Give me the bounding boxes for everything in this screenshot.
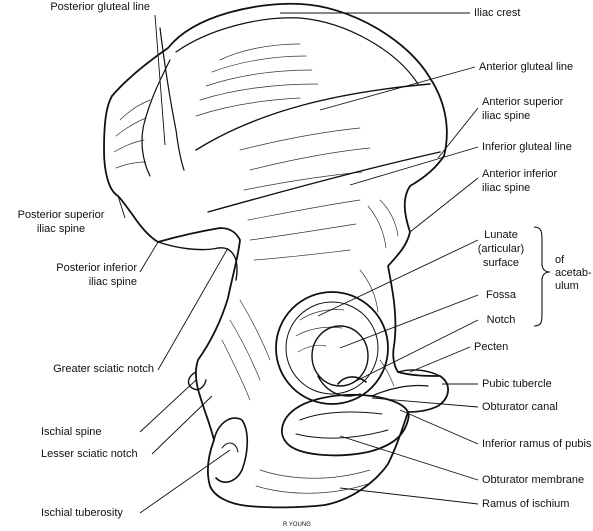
label-ischial-spine: Ischial spine — [41, 426, 102, 438]
label-anterior-inferior-iliac-spine-2: iliac spine — [482, 182, 531, 194]
artist-signature: R YOUNG — [283, 522, 311, 528]
leader-greater-sciatic-notch — [157, 247, 229, 371]
obturator-foramen — [281, 393, 410, 457]
leader-lesser-sciatic-notch — [151, 395, 213, 455]
leader-inferior-gluteal-line — [349, 146, 479, 186]
label-lunate-3: surface — [482, 257, 520, 269]
leader-ischial-spine — [139, 379, 197, 433]
bone-outline — [103, 2, 449, 509]
leader-anterior-superior-iliac-spine — [437, 107, 479, 159]
label-lunate-2: (articular) — [477, 243, 525, 255]
label-posterior-superior-iliac-spine-1: Posterior superior — [17, 209, 105, 221]
label-anterior-inferior-iliac-spine-1: Anterior inferior — [482, 168, 558, 180]
label-iliac-crest: Iliac crest — [474, 7, 521, 19]
leader-ischial-tuberosity — [139, 449, 231, 514]
leader-anterior-inferior-iliac-spine — [409, 177, 479, 233]
label-fossa: Fossa — [486, 289, 516, 301]
label-inferior-gluteal-line: Inferior gluteal line — [482, 141, 572, 153]
label-obturator-membrane: Obturator membrane — [482, 474, 585, 486]
leader-posterior-gluteal-line — [154, 14, 166, 146]
label-of-acetabulum-2: acetab- — [555, 267, 592, 279]
label-posterior-inferior-iliac-spine-2: iliac spine — [88, 276, 137, 288]
label-of-acetabulum-1: of — [555, 254, 565, 266]
acetabulum-brace — [533, 226, 551, 327]
label-inferior-ramus-of-pubis: Inferior ramus of pubis — [482, 438, 592, 450]
leader-anterior-gluteal-line — [319, 66, 476, 111]
leader-pecten — [409, 346, 471, 373]
acetabular-notch — [337, 376, 367, 385]
leader-inferior-ramus-of-pubis — [399, 409, 479, 445]
leader-posterior-superior-iliac-spine — [117, 195, 126, 219]
label-posterior-gluteal-line: Posterior gluteal line — [50, 1, 150, 13]
label-obturator-canal: Obturator canal — [482, 401, 558, 413]
leader-obturator-membrane — [339, 435, 479, 481]
label-anterior-superior-iliac-spine-2: iliac spine — [482, 110, 531, 122]
label-notch: Notch — [486, 314, 516, 326]
acetabular-fossa — [311, 325, 369, 387]
label-posterior-superior-iliac-spine-2: iliac spine — [36, 223, 86, 235]
leader-lunate-surface — [317, 239, 479, 317]
label-ramus-of-ischium: Ramus of ischium — [482, 498, 570, 510]
leader-posterior-inferior-iliac-spine — [139, 241, 159, 273]
label-anterior-gluteal-line: Anterior gluteal line — [479, 61, 574, 73]
acetabulum-rim — [275, 291, 389, 405]
leader-obturator-canal — [371, 397, 479, 408]
label-posterior-inferior-iliac-spine-1: Posterior inferior — [56, 262, 137, 274]
leader-notch — [349, 319, 479, 385]
label-lesser-sciatic-notch: Lesser sciatic notch — [41, 448, 138, 460]
leader-fossa — [339, 294, 479, 349]
ischial-tuberosity — [213, 417, 249, 483]
label-pubic-tubercle: Pubic tubercle — [482, 378, 552, 390]
label-greater-sciatic-notch: Greater sciatic notch — [53, 363, 154, 375]
label-pecten: Pecten — [474, 341, 509, 353]
label-lunate-1: Lunate — [484, 229, 518, 241]
leader-ramus-of-ischium — [339, 487, 479, 505]
label-anterior-superior-iliac-spine-1: Anterior superior — [482, 96, 564, 108]
label-of-acetabulum-3: ulum — [555, 280, 579, 292]
label-ischial-tuberosity: Ischial tuberosity — [41, 507, 123, 519]
